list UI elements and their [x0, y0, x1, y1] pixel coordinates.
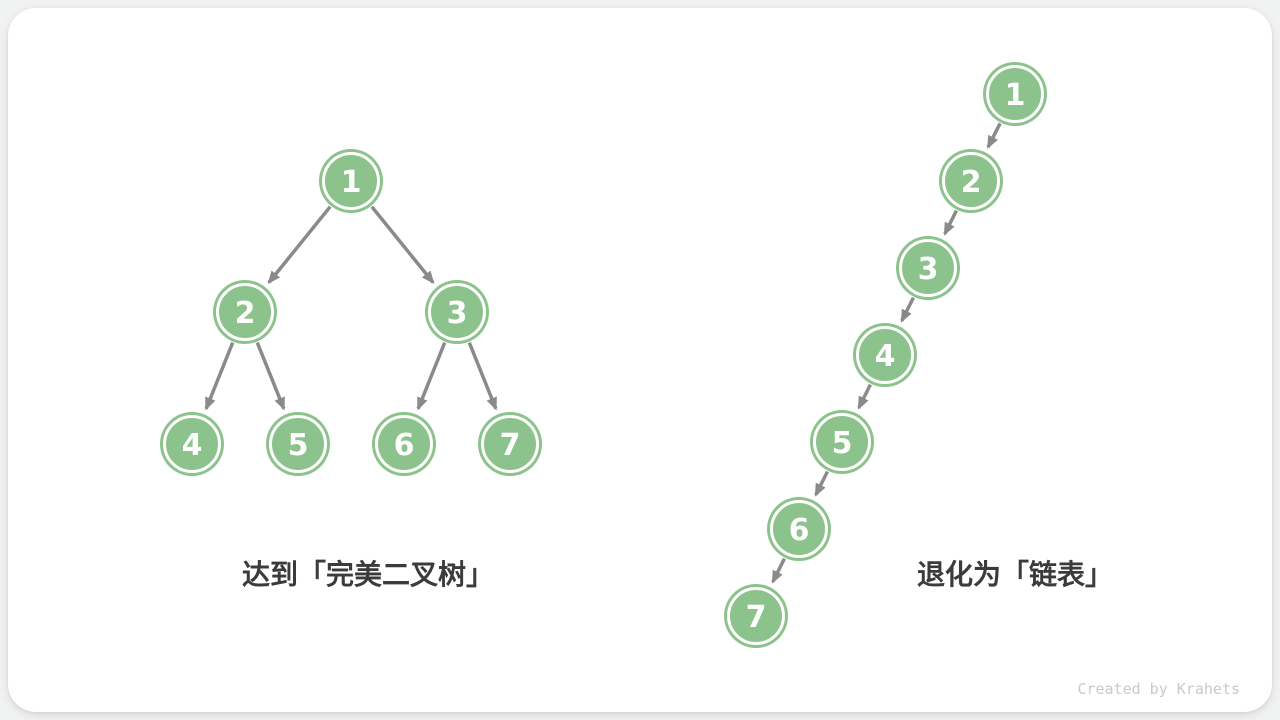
node-inner-ring [942, 152, 1000, 210]
tree-node: 5 [266, 412, 330, 476]
tree-node: 4 [853, 323, 917, 387]
tree-node: 7 [724, 584, 788, 648]
edge-arrow [943, 209, 958, 236]
node-value: 2 [961, 165, 982, 200]
node-value: 3 [918, 252, 939, 287]
node-circle [266, 412, 330, 476]
node-value: 7 [500, 428, 521, 463]
node-value: 6 [789, 513, 810, 548]
edge-arrow [370, 205, 435, 285]
node-value: 2 [235, 296, 256, 331]
node-inner-ring [375, 415, 433, 473]
node-circle [767, 497, 831, 561]
node-inner-ring [481, 415, 539, 473]
node-circle [213, 280, 277, 344]
node-circle [478, 412, 542, 476]
edge-arrow [986, 122, 1002, 149]
tree-node: 5 [810, 410, 874, 474]
tree-node: 2 [213, 280, 277, 344]
diagram-card [8, 8, 1272, 712]
node-value: 3 [447, 296, 468, 331]
perfect-binary-tree: 1 2 3 4 5 6 7 达到「完美二叉树」 [160, 149, 542, 590]
node-circle [939, 149, 1003, 213]
tree-node: 6 [767, 497, 831, 561]
tree-node: 7 [478, 412, 542, 476]
edge-arrow [267, 205, 332, 285]
tree-node: 6 [372, 412, 436, 476]
edge-arrow [204, 341, 235, 411]
edge-arrow [255, 341, 286, 411]
node-inner-ring [813, 413, 871, 471]
edge-arrow [467, 341, 498, 411]
tree-node: 3 [896, 236, 960, 300]
degenerate-linked-list: 1 2 3 4 5 6 7 退化为「链表」 [724, 62, 1113, 648]
tree-node: 3 [425, 280, 489, 344]
node-circle [983, 62, 1047, 126]
perfect-binary-tree-caption: 达到「完美二叉树」 [242, 558, 494, 590]
tree-node: 1 [983, 62, 1047, 126]
edge-arrow [814, 470, 829, 497]
node-inner-ring [727, 587, 785, 645]
node-inner-ring [269, 415, 327, 473]
node-inner-ring [322, 152, 380, 210]
node-circle [160, 412, 224, 476]
edge-arrow [900, 296, 915, 323]
node-value: 4 [182, 428, 203, 463]
node-inner-ring [986, 65, 1044, 123]
node-value: 7 [746, 600, 767, 635]
node-value: 6 [394, 428, 415, 463]
node-inner-ring [770, 500, 828, 558]
node-inner-ring [856, 326, 914, 384]
watermark: Created by Krahets [1077, 680, 1240, 698]
node-circle [319, 149, 383, 213]
edge-arrow [771, 557, 786, 584]
node-circle [724, 584, 788, 648]
node-inner-ring [428, 283, 486, 341]
tree-node: 1 [319, 149, 383, 213]
node-circle [896, 236, 960, 300]
node-circle [425, 280, 489, 344]
node-circle [853, 323, 917, 387]
node-inner-ring [163, 415, 221, 473]
node-value: 1 [1005, 78, 1026, 113]
node-value: 4 [875, 339, 896, 374]
edge-arrow [416, 341, 447, 411]
node-value: 1 [341, 165, 362, 200]
node-circle [810, 410, 874, 474]
node-circle [372, 412, 436, 476]
tree-node: 2 [939, 149, 1003, 213]
degenerate-linked-list-caption: 退化为「链表」 [917, 558, 1113, 590]
edge-arrow [857, 383, 872, 410]
node-inner-ring [216, 283, 274, 341]
node-value: 5 [288, 428, 309, 463]
node-inner-ring [899, 239, 957, 297]
node-value: 5 [832, 426, 853, 461]
tree-node: 4 [160, 412, 224, 476]
